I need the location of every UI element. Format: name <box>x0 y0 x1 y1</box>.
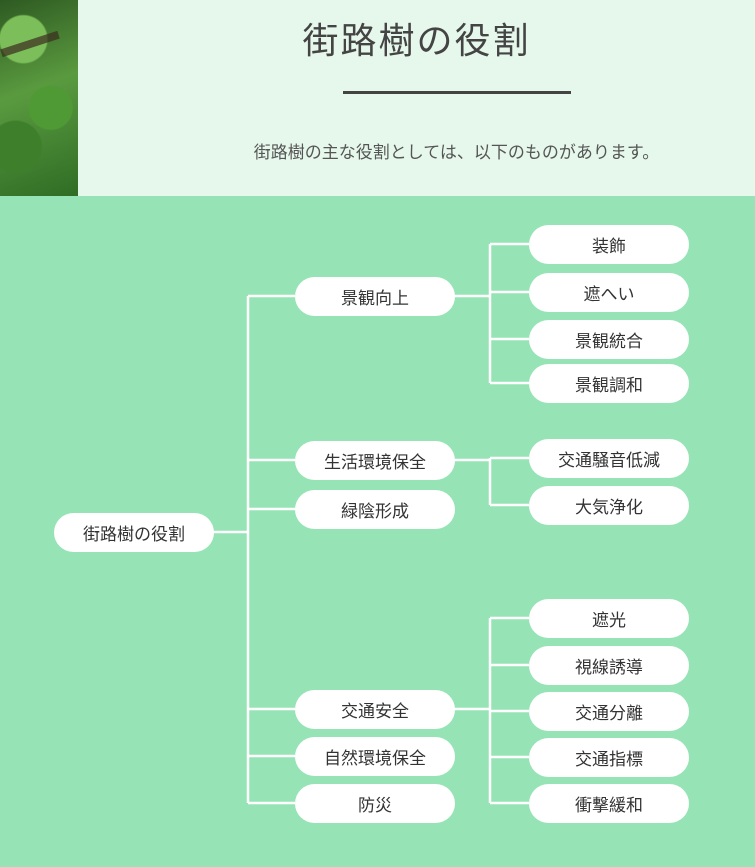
branch-node: 景観向上 <box>295 277 455 316</box>
branch-node: 緑陰形成 <box>295 490 455 529</box>
branch-node: 防災 <box>295 784 455 823</box>
leaf-node: 交通指標 <box>529 738 689 777</box>
header-area <box>78 0 755 196</box>
leaf-node: 交通騒音低減 <box>529 439 689 478</box>
leaf-node: 景観調和 <box>529 364 689 403</box>
root-node: 街路樹の役割 <box>54 513 214 552</box>
leaf-node: 衝撃緩和 <box>529 784 689 823</box>
leaf-node: 交通分離 <box>529 692 689 731</box>
leaf-node: 視線誘導 <box>529 646 689 685</box>
page-subtitle: 街路樹の主な役割としては、以下のものがあります。 <box>253 143 660 163</box>
branch-node: 交通安全 <box>295 690 455 729</box>
leaf-node: 装飾 <box>529 225 689 264</box>
leaf-node: 大気浄化 <box>529 486 689 525</box>
leaf-node: 遮へい <box>529 273 689 312</box>
title-underline <box>343 91 571 94</box>
branch-node: 自然環境保全 <box>295 737 455 776</box>
tree-photo <box>0 0 78 196</box>
page-title: 街路樹の役割 <box>302 21 531 62</box>
leaf-node: 景観統合 <box>529 320 689 359</box>
branch-node: 生活環境保全 <box>295 441 455 480</box>
leaf-node: 遮光 <box>529 599 689 638</box>
